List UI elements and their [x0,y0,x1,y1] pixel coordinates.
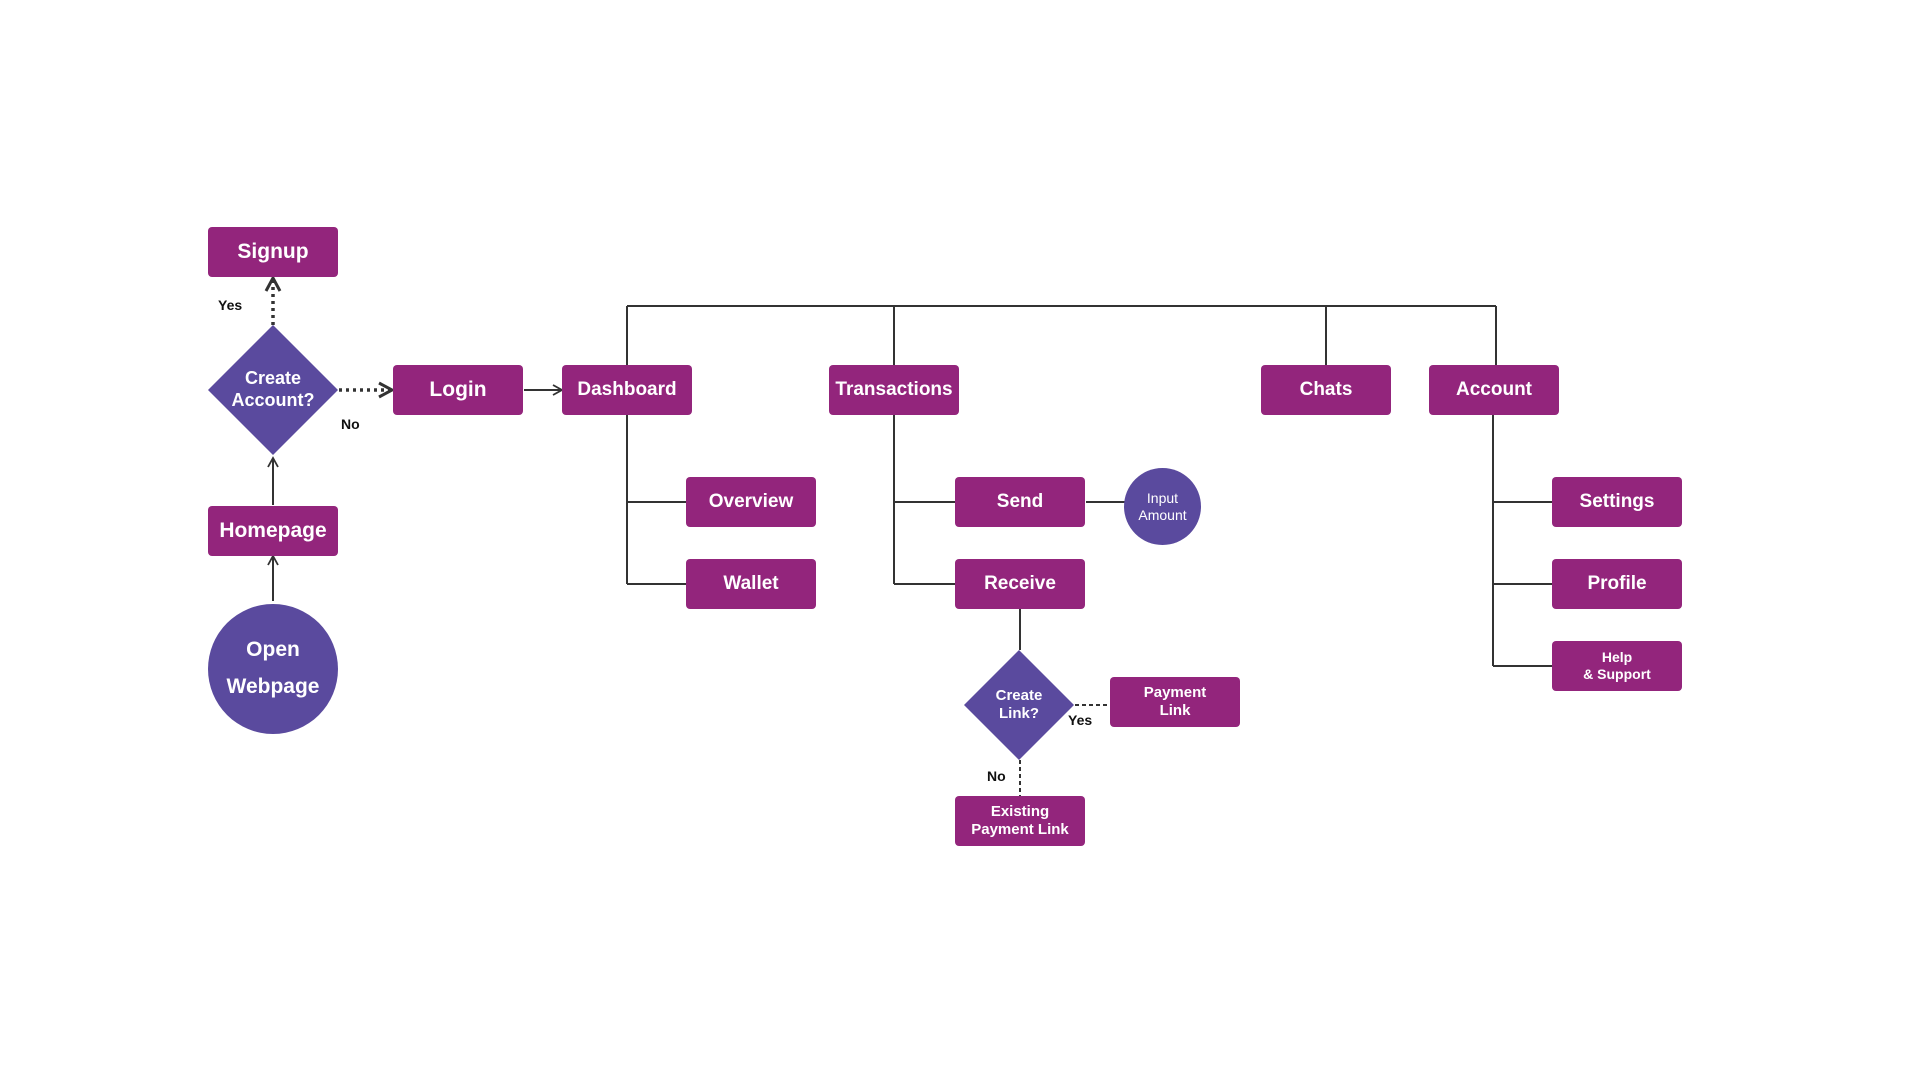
settings-node: Settings [1552,477,1682,527]
create-link-label: Create Link? [995,687,1043,722]
login-node: Login [393,365,523,415]
dashboard-node: Dashboard [562,365,692,415]
open-webpage-node: Open Webpage [208,604,338,734]
homepage-node: Homepage [208,506,338,556]
no-login-label: No [341,416,360,432]
create-account-label: Create Account? [231,368,315,410]
overview-node: Overview [686,477,816,527]
receive-node: Receive [955,559,1085,609]
existing-payment-link-node: Existing Payment Link [955,796,1085,846]
wallet-node: Wallet [686,559,816,609]
transactions-node: Transactions [829,365,959,415]
no-existing-label: No [987,768,1006,784]
create-link-decision: Create Link? [964,650,1074,760]
signup-node: Signup [208,227,338,277]
help-support-node: Help & Support [1552,641,1682,691]
chats-node: Chats [1261,365,1391,415]
profile-node: Profile [1552,559,1682,609]
create-account-decision: Create Account? [208,325,338,455]
yes-payment-label: Yes [1068,712,1093,728]
input-amount-node: Input Amount [1124,468,1201,545]
payment-link-node: Payment Link [1110,677,1240,727]
send-node: Send [955,477,1085,527]
account-node: Account [1429,365,1559,415]
yes-signup-label: Yes [218,297,243,313]
